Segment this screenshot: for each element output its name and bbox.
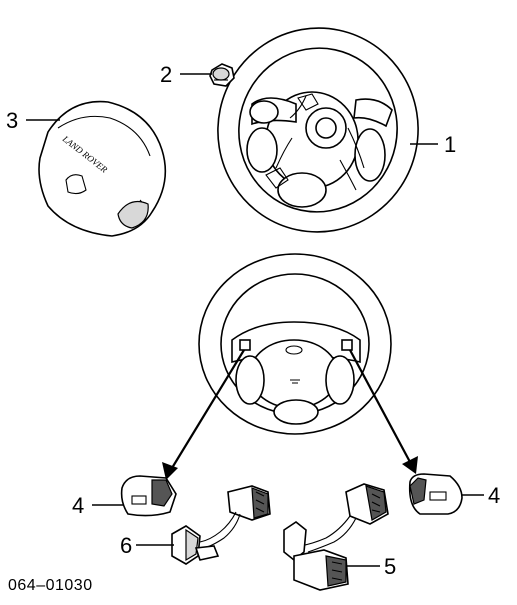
switch-cover-left — [120, 475, 177, 517]
switch-cover-right — [408, 473, 463, 515]
airbag-cover-part: LAND ROVER — [38, 100, 167, 237]
callout-4-left: 4 — [72, 493, 84, 518]
arrow-right — [349, 349, 418, 474]
callout-1: 1 — [444, 132, 456, 157]
callout-3: 3 — [6, 108, 18, 133]
steering-wheel-top — [217, 27, 419, 233]
switch-assembly-right — [283, 483, 389, 591]
callout-5: 5 — [384, 554, 396, 579]
reference-code: 064–01030 — [8, 577, 93, 594]
switch-assembly-left — [171, 485, 271, 565]
arrow-left — [162, 349, 245, 480]
leader-lines — [26, 73, 484, 567]
callout-6: 6 — [120, 533, 132, 558]
nut-part — [209, 63, 235, 87]
callout-4-right: 4 — [488, 483, 500, 508]
steering-wheel-bottom — [198, 253, 392, 435]
callout-2: 2 — [160, 62, 172, 87]
